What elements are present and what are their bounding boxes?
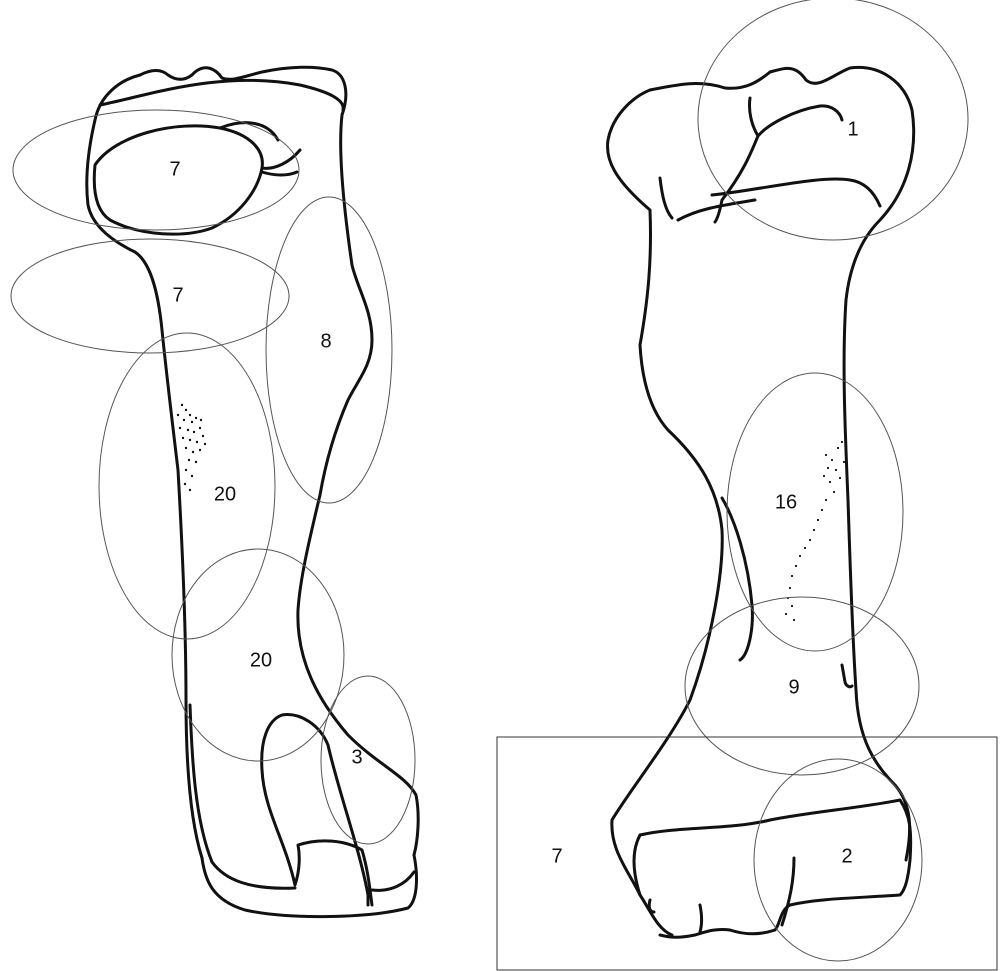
left-zone-neck-7 [11,239,289,353]
left-bone-condyle-base [212,862,414,890]
left-label-trochanter: 8 [320,330,331,352]
right-label-distal-box: 7 [551,845,562,867]
left-label-shaft-upper: 20 [214,483,236,505]
left-bone-lesion-stipple [177,404,206,491]
right-bone-condyle [634,800,911,937]
left-bone-head-inner [262,150,300,175]
left-bone-medial-line [190,705,212,862]
left-zone-shaft-upper-20 [99,333,275,639]
right-label-head: 1 [847,118,858,140]
left-labels: 7 7 8 20 20 3 [169,158,362,768]
left-bone [87,67,418,916]
left-zones [11,110,415,844]
right-label-distal: 9 [788,676,799,698]
right-bone-lesion-stipple [785,441,845,621]
left-zone-head-7 [13,110,299,230]
left-label-neck: 7 [172,284,183,306]
right-labels: 1 16 9 7 2 [551,118,858,867]
left-bone-head-top [100,80,343,110]
right-bone-condyle-small [649,900,701,932]
right-label-condyle: 2 [841,845,852,867]
left-bone-outline-left [87,75,202,858]
right-bone [607,67,913,937]
right-label-shaft: 16 [775,491,797,513]
right-bone-outline-left [607,90,722,935]
right-bone-shaft-line [722,498,752,660]
left-label-head: 7 [169,158,180,180]
left-bone-condyle-lateral [202,855,416,917]
right-bone-head-left [660,178,672,218]
right-bone-hook [842,665,852,687]
left-label-condyle: 3 [351,746,362,768]
right-bone-outline-right [650,67,914,860]
right-bone-head-detail [678,98,880,222]
left-bone-outline-right [140,67,418,855]
left-label-shaft-lower: 20 [250,649,272,671]
right-zone-distal-9 [685,597,919,775]
right-bone-condyle-line [782,858,794,925]
